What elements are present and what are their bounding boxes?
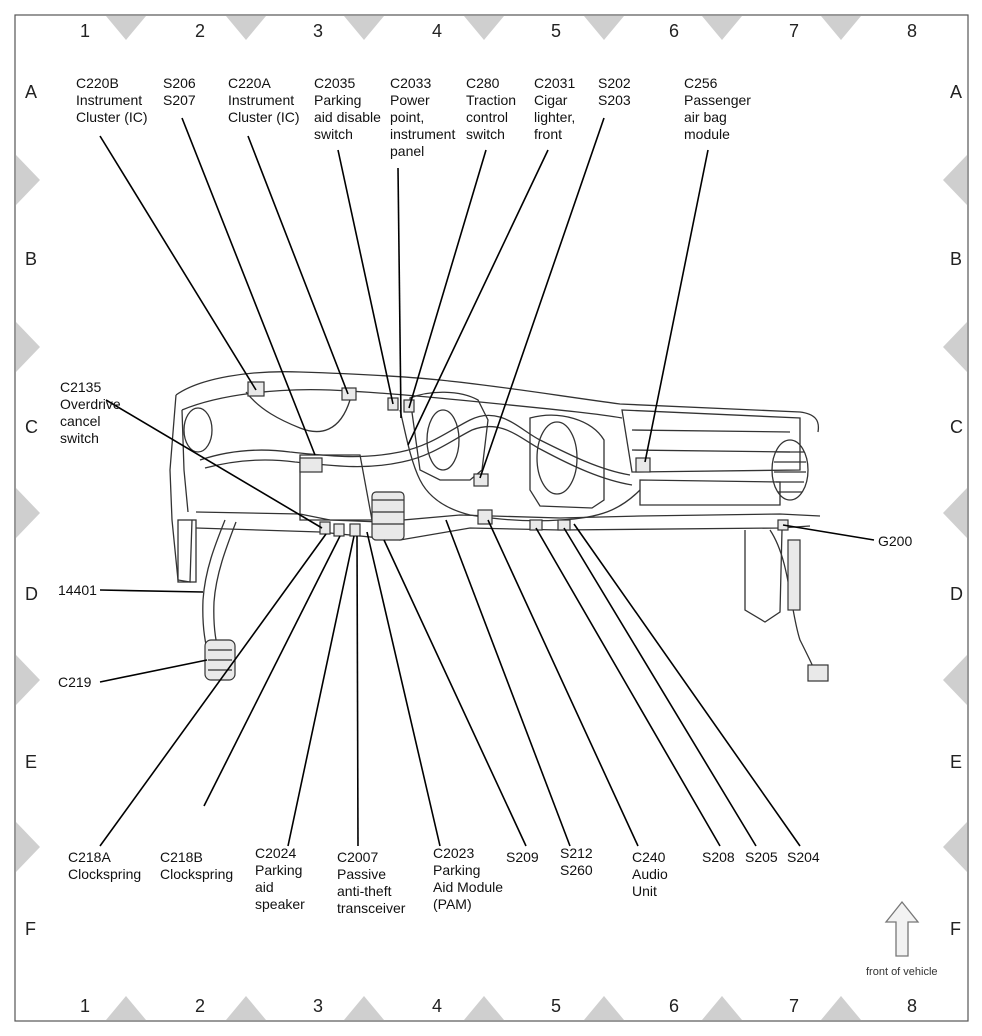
callout-c2135: C2135 Overdrive cancel switch [60, 379, 125, 446]
callout-14401: 14401 [58, 582, 97, 598]
callout-s202-s203: S202 S203 [598, 75, 635, 108]
grid-col-2: 2 [195, 996, 205, 1016]
callout-c2007: C2007 Passive anti-theft transceiver [337, 849, 406, 916]
callout-c218a: C218A Clockspring [68, 849, 141, 882]
callout-c2024: C2024 Parking aid speaker [255, 845, 306, 912]
grid-row-c: C [25, 417, 38, 437]
grid-col-3: 3 [313, 996, 323, 1016]
callout-s205: S205 [745, 849, 778, 865]
grid-col-5: 5 [551, 996, 561, 1016]
grid-row-labels-right: A B C D E F [950, 82, 963, 939]
callout-c220a: C220A Instrument Cluster (IC) [228, 75, 300, 125]
front-of-vehicle-note: front of vehicle [866, 966, 938, 978]
callout-c2035: C2035 Parking aid disable switch [314, 75, 385, 142]
grid-row-a: A [950, 82, 962, 102]
grid-col-7: 7 [789, 996, 799, 1016]
callout-s212-s260: S212 S260 [560, 845, 597, 878]
grid-col-8: 8 [907, 21, 917, 41]
bottom-border-markers [106, 996, 861, 1020]
leader-lines [99, 117, 875, 847]
callout-c256: C256 Passenger air bag module [684, 75, 755, 142]
grid-col-6: 6 [669, 996, 679, 1016]
grid-row-a: A [25, 82, 37, 102]
callout-c2023: C2023 Parking Aid Module (PAM) [433, 845, 507, 912]
instrument-panel-drawing [169, 371, 829, 682]
frame-border [14, 14, 969, 1022]
grid-row-d: D [950, 584, 963, 604]
grid-col-4: 4 [432, 996, 442, 1016]
right-border-markers [943, 155, 967, 872]
top-border-markers [106, 16, 861, 40]
grid-row-f: F [950, 919, 961, 939]
front-of-vehicle-arrow-icon [884, 900, 920, 957]
grid-col-5: 5 [551, 21, 561, 41]
callout-c240: C240 Audio Unit [632, 849, 672, 899]
grid-col-4: 4 [432, 21, 442, 41]
callout-s206-s207: S206 S207 [163, 75, 200, 108]
callout-c2033: C2033 Power point, instrument panel [390, 75, 459, 159]
callout-c280: C280 Traction control switch [466, 75, 520, 142]
grid-row-f: F [25, 919, 36, 939]
grid-col-3: 3 [313, 21, 323, 41]
grid-col-7: 7 [789, 21, 799, 41]
grid-col-6: 6 [669, 21, 679, 41]
left-border-markers [16, 155, 40, 872]
grid-col-2: 2 [195, 21, 205, 41]
grid-row-b: B [950, 249, 962, 269]
grid-row-b: B [25, 249, 37, 269]
grid-row-labels-left: A B C D E F [25, 82, 38, 939]
grid-col-8: 8 [907, 996, 917, 1016]
grid-col-1: 1 [80, 21, 90, 41]
grid-col-1: 1 [80, 996, 90, 1016]
callout-c2031: C2031 Cigar lighter, front [534, 75, 579, 142]
callout-g200: G200 [878, 533, 912, 549]
grid-row-e: E [950, 752, 962, 772]
callout-s209: S209 [506, 849, 539, 865]
grid-row-c: C [950, 417, 963, 437]
grid-row-d: D [25, 584, 38, 604]
grid-column-labels-top: 1 2 3 4 5 6 7 8 [80, 21, 917, 41]
callout-c219: C219 [58, 674, 92, 690]
grid-row-e: E [25, 752, 37, 772]
callout-c218b: C218B Clockspring [160, 849, 233, 882]
grid-column-labels-bottom: 1 2 3 4 5 6 7 8 [80, 996, 917, 1016]
callout-s208: S208 [702, 849, 735, 865]
callout-c220b: C220B Instrument Cluster (IC) [76, 75, 148, 125]
callout-s204: S204 [787, 849, 820, 865]
